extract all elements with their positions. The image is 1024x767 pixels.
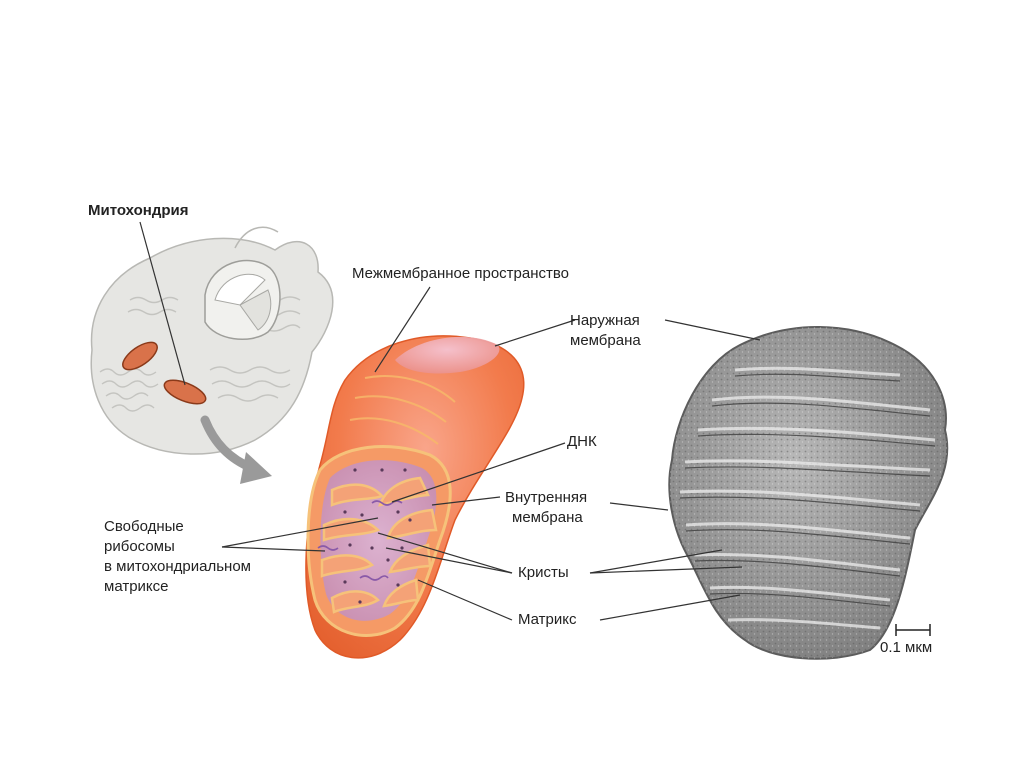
label-dna: ДНК <box>567 432 597 451</box>
label-free-ribosomes-4: матриксе <box>104 577 169 596</box>
label-inner-membrane-1: Внутренняя <box>505 488 587 507</box>
label-free-ribosomes-3: в митохондриальном <box>104 557 251 576</box>
mitochondrion-cutaway <box>306 336 524 658</box>
cell-body <box>91 238 332 454</box>
label-free-ribosomes-2: рибосомы <box>104 537 175 556</box>
label-matrix: Матрикс <box>518 610 577 629</box>
electron-micrograph <box>669 327 947 659</box>
label-intermembrane-space: Межмембранное пространство <box>352 264 569 283</box>
label-scale-bar: 0.1 мкм <box>880 638 932 657</box>
scale-bar <box>896 624 930 636</box>
label-cristae: Кристы <box>518 563 569 582</box>
label-free-ribosomes-1: Свободные <box>104 517 184 536</box>
label-outer-membrane-2: мембрана <box>570 331 641 350</box>
label-inner-membrane-2: мембрана <box>512 508 583 527</box>
cell-illustration <box>91 227 332 454</box>
nucleus <box>205 261 280 340</box>
label-mitochondrion: Митохондрия <box>88 201 189 220</box>
label-outer-membrane-1: Наружная <box>570 311 640 330</box>
